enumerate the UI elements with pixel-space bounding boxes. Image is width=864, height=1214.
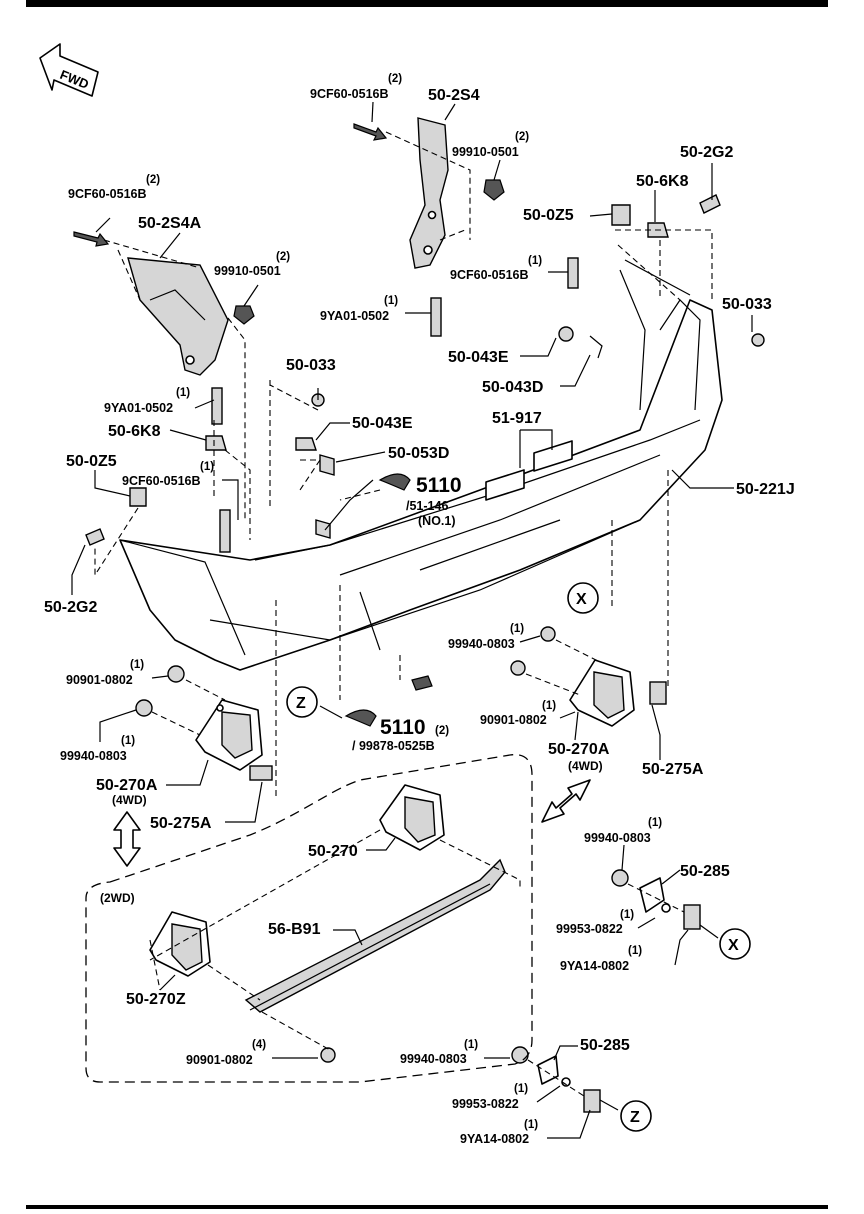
ref-circle-z-mid: Z <box>286 686 318 718</box>
part-number-label: 99940-0803 <box>584 831 651 845</box>
qty-label: (1) <box>524 1119 538 1131</box>
qty-label: (1) <box>628 945 642 957</box>
bracket-50-270z <box>149 911 211 977</box>
part-code-label: 50-2G2 <box>44 599 97 616</box>
qty-label: (1) <box>510 623 524 635</box>
part-number-label: 9CF60-0516B <box>450 268 529 282</box>
qty-label: (1) <box>200 461 214 473</box>
part-code-label: 50-2S4A <box>138 215 202 232</box>
wd-label: (2WD) <box>100 891 135 905</box>
svg-text:Z: Z <box>296 695 306 712</box>
part-number-label: /51-146 <box>406 499 448 513</box>
qty-label: (1) <box>121 735 135 747</box>
part-code-label: 50-2G2 <box>680 144 733 161</box>
qty-label: (1) <box>648 817 662 829</box>
part-code-label: 50-285 <box>580 1037 630 1054</box>
part-code-label: 50-221J <box>736 481 795 498</box>
part-code-label: 50-285 <box>680 863 730 880</box>
qty-label: (1) <box>464 1039 478 1051</box>
part-code-label: 50-033 <box>722 296 772 313</box>
bracket-50-2s4 <box>409 117 449 269</box>
part-code-label: 56-B91 <box>268 921 321 938</box>
part-code-label: 50-275A <box>150 815 212 832</box>
wd-label: (4WD) <box>112 793 147 807</box>
bracket-50-2s4a <box>127 257 229 376</box>
part-number-label: 90901-0802 <box>480 713 547 727</box>
qty-label: (1) <box>384 295 398 307</box>
qty-label: (1) <box>514 1083 528 1095</box>
bracket-50-270 <box>379 784 445 851</box>
part-number-label: 9YA01-0502 <box>320 309 389 323</box>
top-border-bar <box>26 0 828 7</box>
part-number-label: 99940-0803 <box>448 637 515 651</box>
part-number-label: (NO.1) <box>418 514 456 528</box>
part-number-label: 90901-0802 <box>66 673 133 687</box>
dashed-guide-lines <box>94 131 713 1097</box>
qty-label: (4) <box>252 1039 266 1051</box>
ref-circle-x-right: X <box>719 928 751 960</box>
part-number-label: 99940-0803 <box>400 1052 467 1066</box>
part-code-label: 50-033 <box>286 357 336 374</box>
svg-text:Z: Z <box>630 1109 640 1126</box>
svg-text:X: X <box>728 937 739 954</box>
part-code-label: 50-043E <box>448 349 509 366</box>
ref-circle-x-mid: X <box>567 582 599 614</box>
qty-label: (2) <box>388 73 402 85</box>
part-number-label: 9YA14-0802 <box>560 959 629 973</box>
part-number-label: 9CF60-0516B <box>122 474 201 488</box>
qty-label: (2) <box>515 131 529 143</box>
bottom-border-bar <box>26 1205 828 1209</box>
label-plates-51-917 <box>485 440 573 501</box>
qty-label: (1) <box>542 700 556 712</box>
2wd-boundary-outline <box>85 754 533 1083</box>
qty-label: (2) <box>276 251 290 263</box>
part-code-label: 5110 <box>380 716 426 739</box>
part-number-label: 9YA01-0502 <box>104 401 173 415</box>
qty-label: (1) <box>130 659 144 671</box>
part-number-label: 90901-0802 <box>186 1053 253 1067</box>
part-code-label: 50-270Z <box>126 991 186 1008</box>
part-labels: (2) 9CF60-0516B 50-2S4 (2) 99910-0501 50… <box>44 73 795 1146</box>
part-number-label: 9CF60-0516B <box>310 87 389 101</box>
part-code-label: 50-6K8 <box>108 423 161 440</box>
part-code-label: 50-043E <box>352 415 413 432</box>
part-number-label: 99953-0822 <box>556 922 623 936</box>
qty-label: (2) <box>146 174 160 186</box>
part-number-label: 99940-0803 <box>60 749 127 763</box>
bumper-cover <box>119 259 723 671</box>
part-code-label: 50-0Z5 <box>523 207 574 224</box>
fwd-arrow-icon: FWD <box>39 43 99 97</box>
qty-label: (1) <box>176 387 190 399</box>
part-code-label: 50-043D <box>482 379 543 396</box>
qty-label: (2) <box>435 725 449 737</box>
ref-circle-z-bottom: Z <box>620 1100 652 1132</box>
wd-label: (4WD) <box>568 759 603 773</box>
part-code-label: 50-270A <box>96 777 158 794</box>
part-number-label: 99953-0822 <box>452 1097 519 1111</box>
part-number-label: 99910-0501 <box>452 145 519 159</box>
part-code-label: 50-6K8 <box>636 173 689 190</box>
part-code-label: 5110 <box>416 474 462 497</box>
part-code-label: 50-270 <box>308 843 358 860</box>
part-code-label: 50-0Z5 <box>66 453 117 470</box>
hardware-lower <box>135 665 701 1113</box>
part-code-label: 51-917 <box>492 410 542 427</box>
part-code-label: 50-2S4 <box>428 87 480 104</box>
part-number-label: / 99878-0525B <box>352 739 435 753</box>
part-number-label: 9CF60-0516B <box>68 187 147 201</box>
part-number-label: 9YA14-0802 <box>460 1132 529 1146</box>
bracket-50-270a-right <box>510 626 667 727</box>
qty-label: (1) <box>620 909 634 921</box>
part-code-label: 50-270A <box>548 741 610 758</box>
double-arrow-icon <box>113 779 591 867</box>
part-code-label: 50-275A <box>642 761 704 778</box>
part-code-label: 50-053D <box>388 445 449 462</box>
fasteners <box>73 123 765 727</box>
leader-lines <box>71 101 753 1139</box>
qty-label: (1) <box>528 255 542 267</box>
bracket-50-270a-left <box>195 699 273 781</box>
part-number-label: 99910-0501 <box>214 264 281 278</box>
svg-text:X: X <box>576 591 587 608</box>
